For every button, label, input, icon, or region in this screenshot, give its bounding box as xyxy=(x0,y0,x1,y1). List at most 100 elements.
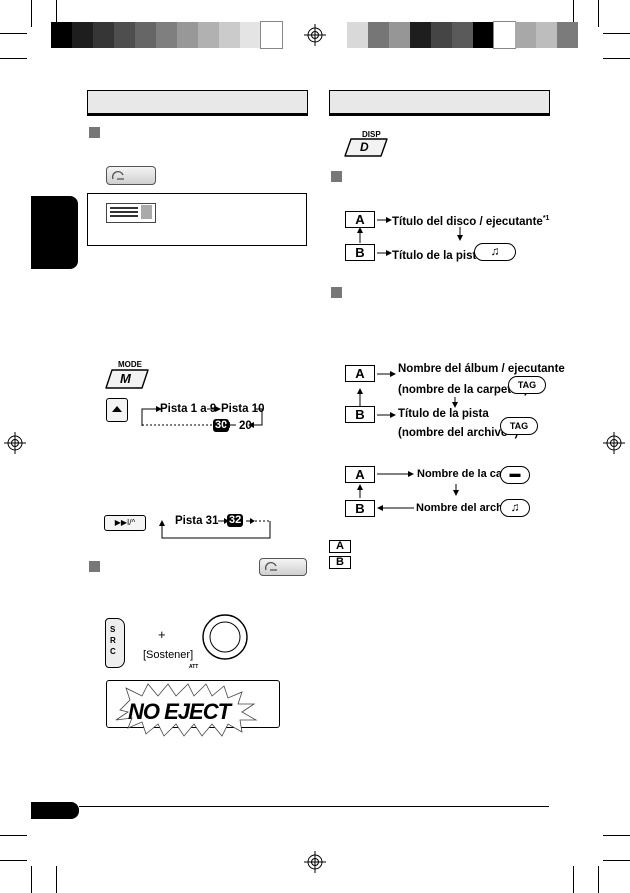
registration-target-icon xyxy=(603,432,625,454)
footer-rule xyxy=(79,806,549,807)
mode-b-box: B xyxy=(345,244,375,261)
mp3-tag-b-line1: Título de la pista xyxy=(398,408,489,420)
color-swatch xyxy=(135,22,156,48)
mode-button[interactable] xyxy=(104,368,150,390)
track-flow2-arrows xyxy=(159,518,271,539)
mode-b-box: B xyxy=(345,500,375,517)
hold-label: [Sostener] xyxy=(143,649,194,661)
file-note-icon: ♫ xyxy=(500,499,530,517)
mp3-tag-flow-arrows xyxy=(357,371,458,418)
crop-mark xyxy=(56,0,57,27)
flow-pista-31: Pista 31 xyxy=(175,515,219,527)
step-bullet xyxy=(331,287,342,298)
next-track-button[interactable]: ▶▶I/^ xyxy=(104,515,146,531)
registration-target-icon xyxy=(304,24,326,46)
color-swatch xyxy=(347,22,368,48)
flow-pista-1-9: Pista 1 a 9 xyxy=(160,403,217,415)
att-label: ATT xyxy=(189,664,199,670)
flow-pista-10: Pista 10 xyxy=(221,403,265,415)
color-swatch xyxy=(557,22,578,48)
mp3-notag-flow-arrows xyxy=(357,471,459,511)
mp3-notag-b: Nombre del archivo xyxy=(416,502,519,514)
step-bullet xyxy=(89,561,100,572)
color-swatch xyxy=(493,21,516,49)
crop-mark xyxy=(31,866,32,893)
button-symbol-icon xyxy=(264,562,277,571)
eject-button-2[interactable] xyxy=(259,558,307,576)
up-arrow-icon xyxy=(112,406,122,412)
mp3-tag-a-line1: Nombre del álbum / ejecutante xyxy=(398,363,565,375)
color-swatch xyxy=(389,22,410,48)
color-swatch xyxy=(156,22,177,48)
crop-mark xyxy=(0,33,27,34)
crop-mark xyxy=(603,835,630,836)
crop-mark xyxy=(573,866,574,893)
folder-icon: ▬ xyxy=(500,466,530,484)
color-swatch xyxy=(51,22,72,48)
section-header-right xyxy=(329,90,550,116)
crop-mark xyxy=(603,860,630,861)
crop-mark xyxy=(603,33,630,34)
display-window-icon xyxy=(106,203,156,223)
mode-b-box: B xyxy=(345,406,375,423)
flow-32: 32 xyxy=(227,514,244,527)
crop-mark xyxy=(0,835,27,836)
crop-mark xyxy=(0,58,27,59)
registration-target-icon xyxy=(304,851,326,873)
color-swatch xyxy=(368,22,389,48)
color-swatch xyxy=(260,21,283,49)
color-swatch xyxy=(219,22,240,48)
color-swatch xyxy=(515,22,536,48)
disp-key-letter: D xyxy=(360,140,369,154)
section-header-left xyxy=(87,90,308,116)
disp-label: DISP xyxy=(362,130,381,139)
eject-button[interactable] xyxy=(106,166,156,185)
color-swatch xyxy=(473,22,494,48)
step-bullet xyxy=(331,171,342,182)
crop-mark xyxy=(31,0,32,27)
plus-sign: + xyxy=(158,627,166,642)
src-button[interactable] xyxy=(105,618,125,668)
crop-mark xyxy=(598,0,599,27)
cd-title-a: Título del disco / ejecutante*1 xyxy=(392,215,550,228)
track-note-tag: ♫ xyxy=(474,243,516,261)
src-label: S R C xyxy=(110,625,116,656)
flow-30: 30 xyxy=(213,419,230,432)
step-bullet xyxy=(89,127,100,138)
page-number-tab xyxy=(31,802,79,819)
registration-target-icon xyxy=(4,432,26,454)
tag-file-badge: TAG xyxy=(500,417,538,435)
disp-button[interactable] xyxy=(343,137,389,158)
color-swatch xyxy=(431,22,452,48)
color-swatch xyxy=(410,22,431,48)
crop-mark xyxy=(598,866,599,893)
flow-20: 20 xyxy=(239,420,252,432)
legend-b-box: B xyxy=(329,556,351,569)
color-swatch xyxy=(198,22,219,48)
up-button[interactable] xyxy=(106,398,128,422)
no-eject-text: NO EJECT xyxy=(128,699,231,724)
tag-folder-badge: TAG xyxy=(508,376,546,394)
flash-burst-icon xyxy=(115,683,258,737)
mode-label: MODE xyxy=(118,360,142,369)
mode-a-box: A xyxy=(345,466,375,483)
button-symbol-icon xyxy=(111,171,124,180)
note-box xyxy=(87,193,307,246)
control-dial-icon[interactable] xyxy=(201,613,249,661)
crop-mark xyxy=(603,58,630,59)
mode-a-box: A xyxy=(345,365,375,382)
mode-key-letter: M xyxy=(120,371,131,386)
color-swatch xyxy=(240,22,261,48)
track-flow-arrows xyxy=(141,406,263,428)
language-side-tab xyxy=(31,196,78,269)
crop-mark xyxy=(0,860,27,861)
color-swatch xyxy=(452,22,473,48)
color-swatch xyxy=(93,22,114,48)
color-swatch xyxy=(177,22,198,48)
color-swatch xyxy=(536,22,557,48)
color-swatch xyxy=(114,22,135,48)
cd-flow-arrows xyxy=(357,217,463,256)
crop-mark xyxy=(56,866,57,893)
legend-a-box: A xyxy=(329,540,351,553)
color-swatch xyxy=(72,22,93,48)
